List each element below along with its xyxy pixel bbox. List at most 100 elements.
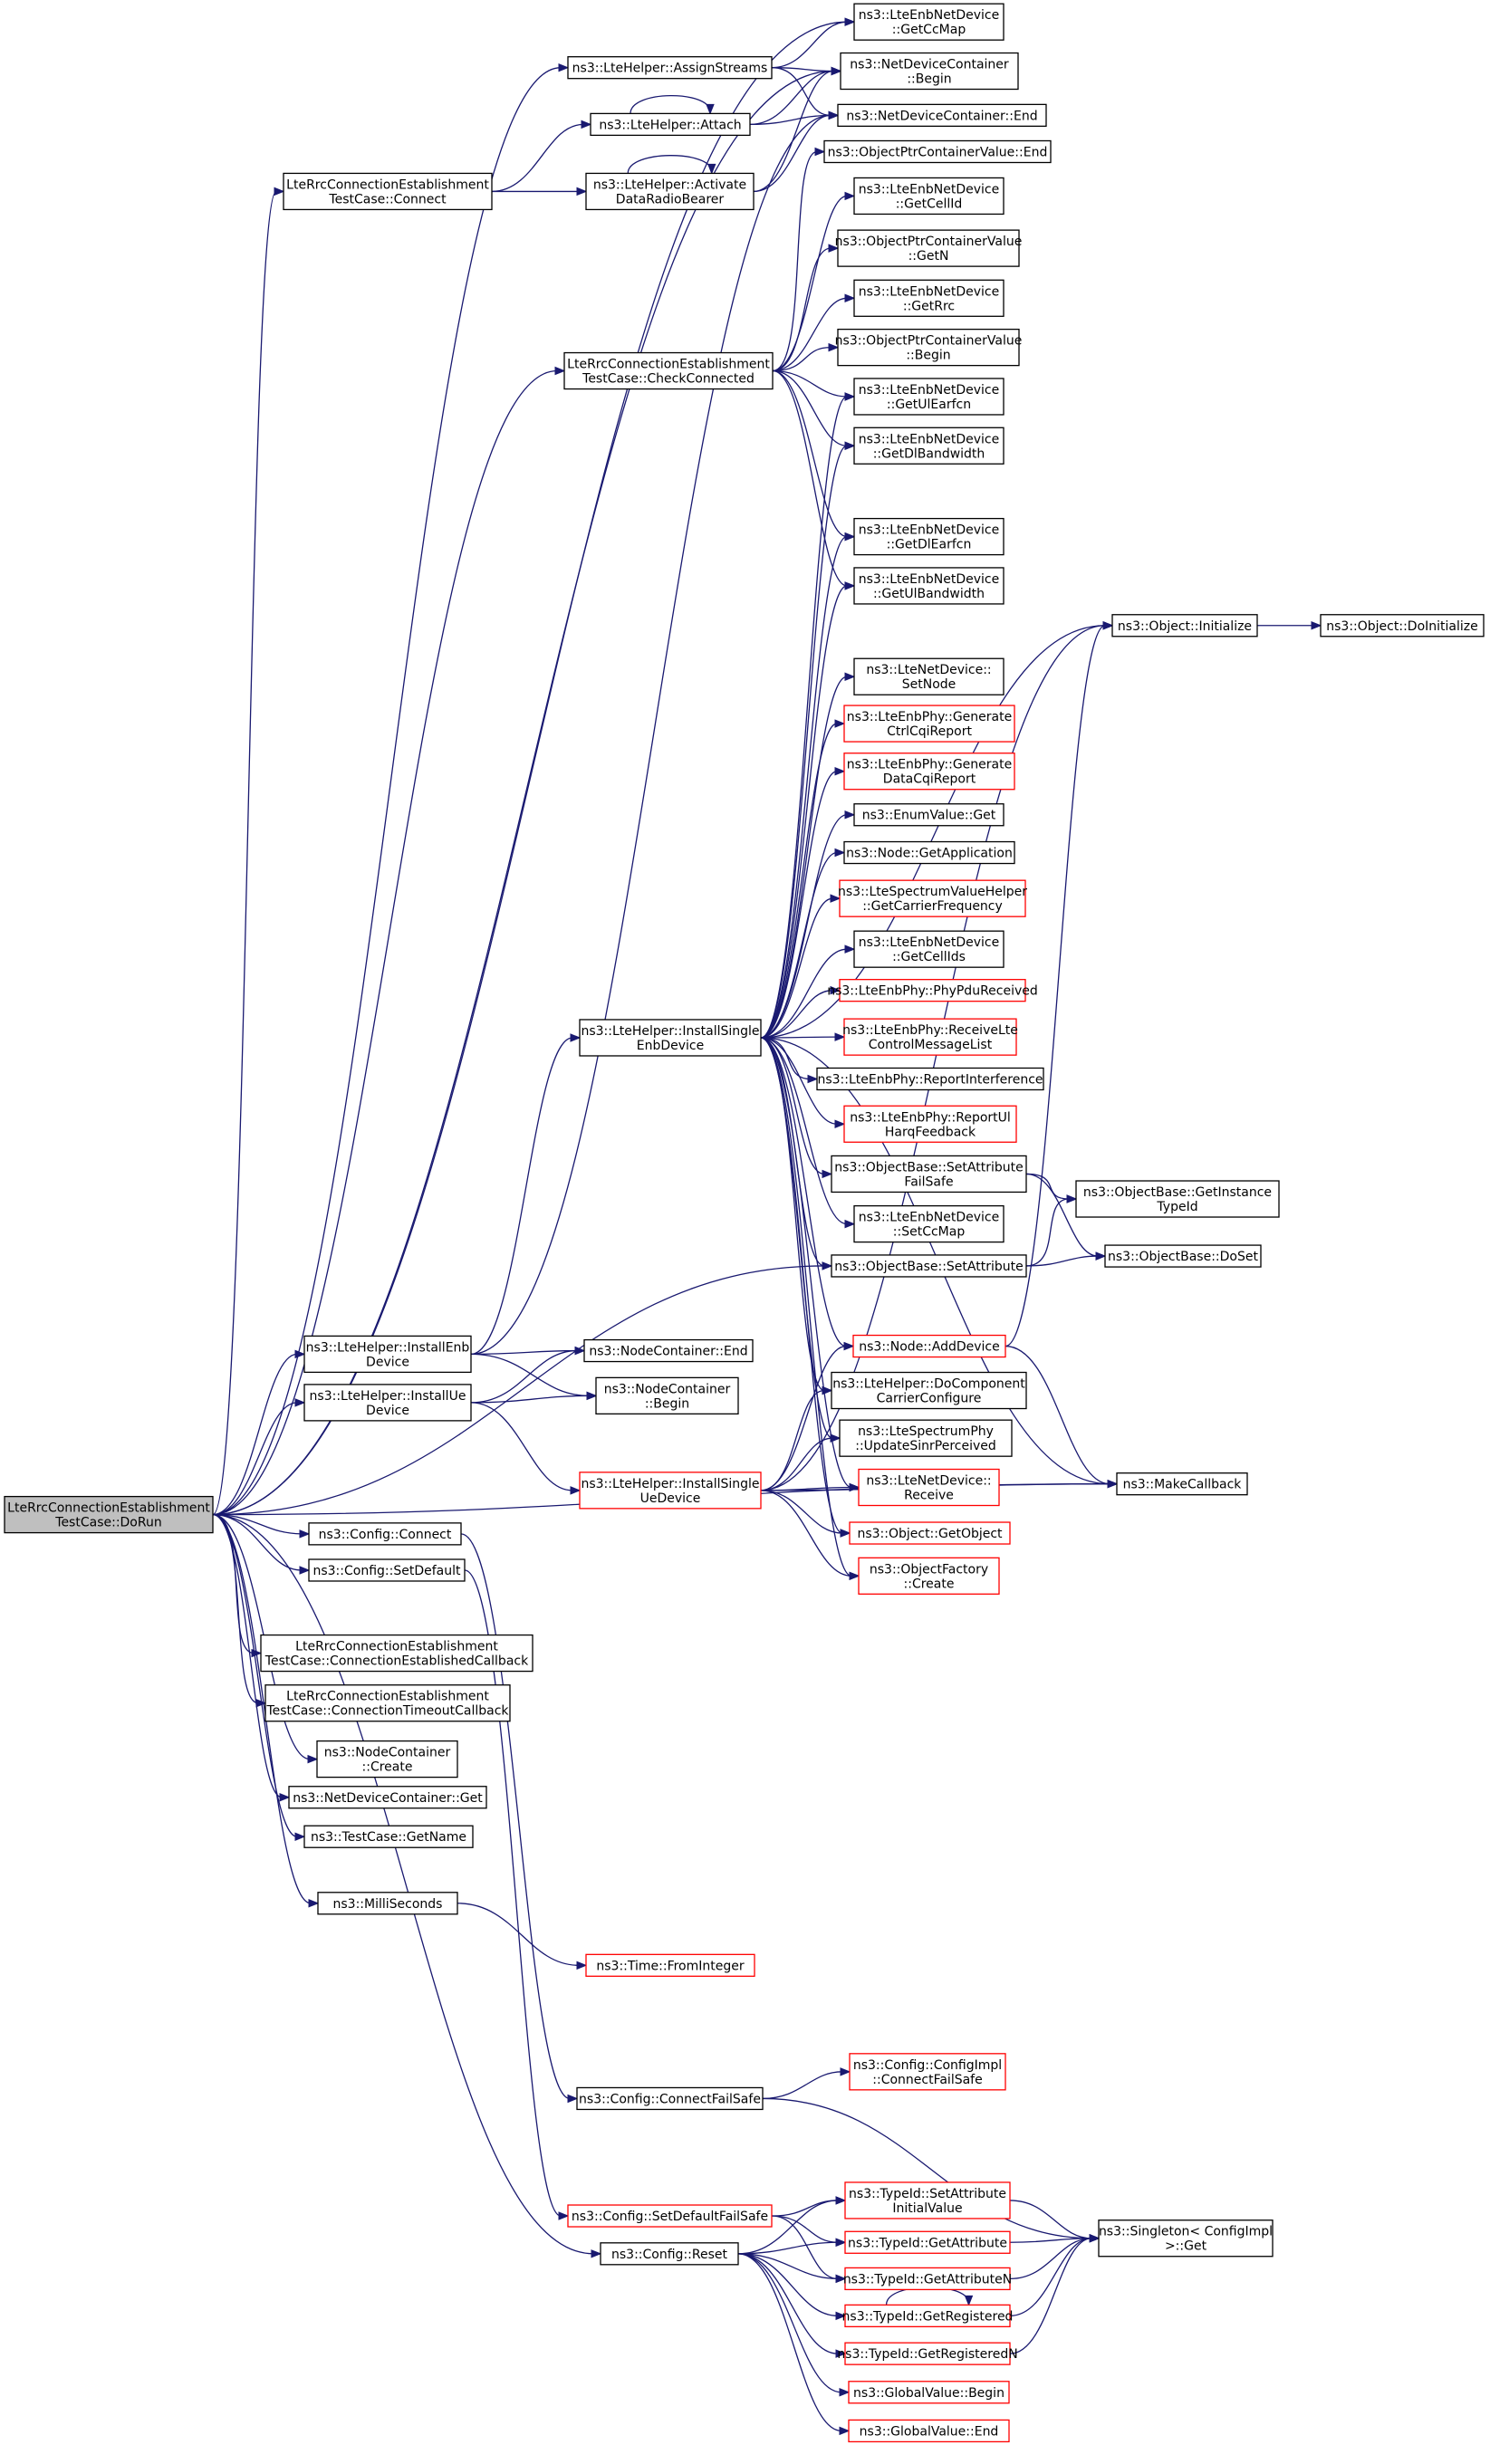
node-getdlbandwidth[interactable]: ns3::LteEnbNetDevice::GetDlBandwidth: [853, 427, 1005, 465]
node-obj-initialize[interactable]: ns3::Object::Initialize: [1111, 614, 1258, 638]
node-box: [844, 2230, 1011, 2254]
node-attach[interactable]: ns3::LteHelper::Attach: [590, 112, 751, 137]
node-cfg-reset[interactable]: ns3::Config::Reset: [600, 2242, 739, 2266]
node-ltenet-receive[interactable]: ns3::LteNetDevice::Receive: [858, 1468, 1000, 1507]
node-getulearfcn[interactable]: ns3::LteEnbNetDevice::GetUlEarfcn: [853, 378, 1005, 416]
node-tc-getname[interactable]: ns3::TestCase::GetName: [303, 1825, 474, 1848]
node-getcellid[interactable]: ns3::LteEnbNetDevice::GetCellId: [853, 177, 1005, 216]
node-label: ns3::Config::Reset: [611, 2248, 727, 2262]
node-label: ns3::NetDeviceContainer::Get: [293, 1791, 483, 1806]
node-setccmap[interactable]: ns3::LteEnbNetDevice::SetCcMap: [853, 1204, 1005, 1243]
node-nc-begin[interactable]: ns3::NodeContainer::Begin: [595, 1376, 739, 1415]
node-typeid-getreg[interactable]: ns3::TypeId::GetRegistered: [842, 2304, 1014, 2328]
edge-milliseconds-to-time_frominteger: [457, 1903, 588, 1970]
edge-installsingleenb-to-getdlearfcn: [760, 532, 856, 1039]
node-getdlearfcn[interactable]: ns3::LteEnbNetDevice::GetDlEarfcn: [853, 517, 1005, 556]
node-setattribute[interactable]: ns3::ObjectBase::SetAttribute: [831, 1254, 1027, 1278]
node-getcarrierfreq[interactable]: ns3::LteSpectrumValueHelper::GetCarrierF…: [838, 879, 1027, 917]
node-gv-end[interactable]: ns3::GlobalValue::End: [848, 2419, 1010, 2443]
node-optrc-begin[interactable]: ns3::ObjectPtrContainerValue::Begin: [835, 328, 1023, 367]
node-getccmap[interactable]: ns3::LteEnbNetDevice::GetCcMap: [853, 3, 1005, 41]
node-phypdureceived[interactable]: ns3::LteEnbPhy::PhyPduReceived: [827, 979, 1038, 1002]
node-label: ns3::Config::SetDefault: [312, 1564, 461, 1578]
node-enumvalue-get[interactable]: ns3::EnumValue::Get: [853, 803, 1005, 827]
nodes-layer: LteRrcConnectionEstablishmentTestCase::D…: [4, 3, 1485, 2443]
edge-installsingleenb-to-getcellids: [760, 944, 856, 1039]
node-cfg-setdefaultfailsafe[interactable]: ns3::Config::SetDefaultFailSafe: [567, 2204, 773, 2228]
node-milliseconds[interactable]: ns3::MilliSeconds: [317, 1892, 458, 1915]
node-ltenet-setnode[interactable]: ns3::LteNetDevice::SetNode: [853, 657, 1005, 695]
node-label: ns3::Config::SetDefaultFailSafe: [572, 2210, 768, 2224]
node-label: DataCqiReport: [883, 772, 976, 787]
node-ndc-begin[interactable]: ns3::NetDeviceContainer::Begin: [840, 52, 1019, 91]
node-makecallback[interactable]: ns3::MakeCallback: [1116, 1472, 1248, 1496]
edge-typeid_setattrinit-to-singleton_get: [1009, 2200, 1101, 2243]
node-label: ns3::MilliSeconds: [333, 1897, 443, 1912]
node-obj-getobject[interactable]: ns3::Object::GetObject: [849, 1521, 1011, 1545]
node-cfg-connectfailsafe[interactable]: ns3::Config::ConnectFailSafe: [576, 2086, 764, 2111]
node-nc-end[interactable]: ns3::NodeContainer::End: [583, 1338, 754, 1363]
node-cfg-connect[interactable]: ns3::Config::Connect: [308, 1522, 462, 1546]
node-label: ns3::LteEnbNetDevice: [859, 572, 999, 587]
node-label: TestCase::CheckConnected: [582, 372, 755, 387]
node-getcellids[interactable]: ns3::LteEnbNetDevice::GetCellIds: [853, 930, 1005, 968]
node-checkconnected[interactable]: LteRrcConnectionEstablishmentTestCase::C…: [563, 351, 774, 390]
node-label: ControlMessageList: [869, 1038, 993, 1052]
node-conn-to-cb[interactable]: LteRrcConnectionEstablishmentTestCase::C…: [264, 1684, 511, 1722]
node-label: ::GetCellId: [896, 197, 963, 211]
node-label: ::Begin: [645, 1396, 689, 1411]
node-getrrc[interactable]: ns3::LteEnbNetDevice::GetRrc: [853, 279, 1005, 317]
node-singleton-get[interactable]: ns3::Singleton< ConfigImpl >::Get: [1098, 2220, 1274, 2258]
edge-cfg_reset-to-gv_end: [737, 2253, 851, 2436]
node-node-adddevice[interactable]: ns3::Node::AddDevice: [852, 1334, 1006, 1358]
node-typeid-getattr[interactable]: ns3::TypeId::GetAttribute: [844, 2230, 1011, 2254]
node-typeid-getattrn[interactable]: ns3::TypeId::GetAttributeN: [843, 2267, 1012, 2291]
node-cfg-setdefault[interactable]: ns3::Config::SetDefault: [308, 1558, 466, 1582]
node-dorun[interactable]: LteRrcConnectionEstablishmentTestCase::D…: [4, 1495, 214, 1534]
node-docomponentcarrier[interactable]: ns3::LteHelper::DoComponentCarrierConfig…: [831, 1371, 1027, 1410]
edge-installsingleenb-to-getulbandwidth: [760, 581, 856, 1039]
node-box: [831, 1254, 1027, 1278]
edge-installsingleenb-to-phypdureceived: [760, 985, 841, 1039]
node-objfactory-create[interactable]: ns3::ObjectFactory::Create: [858, 1557, 1000, 1595]
node-connect-tc[interactable]: LteRrcConnectionEstablishmentTestCase::C…: [283, 172, 493, 211]
node-label: TestCase::Connect: [328, 192, 447, 206]
node-box: [1075, 1180, 1280, 1218]
node-ndc-get[interactable]: ns3::NetDeviceContainer::Get: [288, 1786, 487, 1809]
node-node-getapp[interactable]: ns3::Node::GetApplication: [843, 840, 1015, 865]
node-gv-begin[interactable]: ns3::GlobalValue::Begin: [848, 2381, 1010, 2404]
node-conn-est-cb[interactable]: LteRrcConnectionEstablishmentTestCase::C…: [260, 1634, 534, 1673]
node-updatesinr[interactable]: ns3::LteSpectrumPhy::UpdateSinrPerceived: [839, 1419, 1013, 1457]
node-box: [1098, 2220, 1274, 2258]
edge-dorun-to-connect_tc: [212, 187, 285, 1516]
node-time-frominteger[interactable]: ns3::Time::FromInteger: [585, 1953, 755, 1977]
node-box: [585, 1953, 755, 1977]
node-nc-create[interactable]: ns3::NodeContainer::Create: [316, 1740, 458, 1778]
node-receivectrlmsg[interactable]: ns3::LteEnbPhy::ReceiveLteControlMessage…: [842, 1018, 1018, 1056]
node-getulbandwidth[interactable]: ns3::LteEnbNetDevice::GetUlBandwidth: [853, 567, 1005, 605]
node-configimpl-cfs[interactable]: ns3::Config::ConfigImpl::ConnectFailSafe: [849, 2053, 1006, 2091]
node-optrc-end[interactable]: ns3::ObjectPtrContainerValue::End: [823, 139, 1052, 164]
node-assignstreams[interactable]: ns3::LteHelper::AssignStreams: [567, 56, 773, 80]
node-optrc-getn[interactable]: ns3::ObjectPtrContainerValue::GetN: [835, 229, 1023, 267]
node-box: [844, 2267, 1011, 2291]
node-label: LteRrcConnectionEstablishment: [7, 1501, 210, 1516]
node-reportinterference[interactable]: ns3::LteEnbPhy::ReportInterference: [816, 1067, 1044, 1091]
node-ndc-end[interactable]: ns3::NetDeviceContainer::End: [837, 103, 1047, 128]
node-doset[interactable]: ns3::ObjectBase::DoSet: [1104, 1244, 1262, 1268]
node-label: ::GetCarrierFrequency: [862, 899, 1003, 914]
node-obj-doinitialize[interactable]: ns3::Object::DoInitialize: [1320, 614, 1485, 638]
node-box: [853, 378, 1005, 416]
node-typeid-getregn[interactable]: ns3::TypeId::GetRegisteredN: [837, 2342, 1018, 2365]
